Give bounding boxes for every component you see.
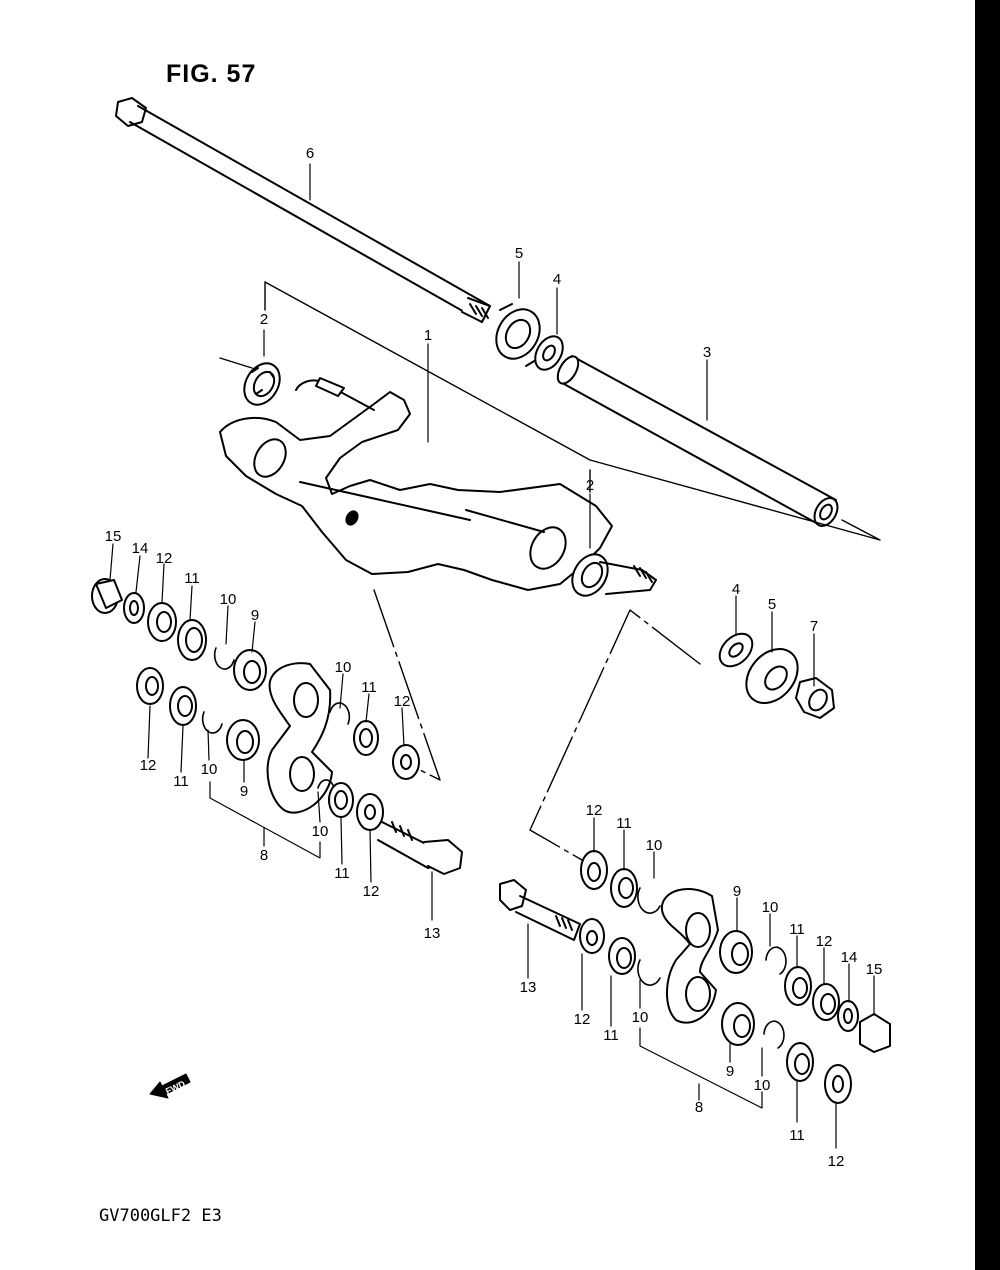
callout-14a: 14	[132, 540, 149, 557]
callout-10b: 10	[335, 659, 352, 676]
callout-9a: 9	[251, 607, 259, 624]
scan-edge-border	[975, 0, 1000, 1270]
callout-11h: 11	[789, 1127, 805, 1144]
callout-12c: 12	[140, 757, 157, 774]
callout-10c: 10	[201, 761, 218, 778]
callout-13b: 13	[520, 979, 537, 996]
callout-9d: 9	[726, 1063, 734, 1080]
callout-10e: 10	[646, 837, 663, 854]
callout-15b: 15	[866, 961, 883, 978]
callout-12d: 12	[363, 883, 380, 900]
callout-10f: 10	[762, 899, 779, 916]
callout-8b: 8	[695, 1099, 703, 1116]
callout-10h: 10	[754, 1077, 771, 1094]
callout-11d: 11	[334, 865, 350, 882]
callout-9b: 9	[240, 783, 248, 800]
needle-bearing-part-2-lower	[571, 553, 657, 597]
callout-12b: 12	[394, 693, 411, 710]
cushion-lever-part-1	[219, 377, 613, 591]
callout-5b: 5	[768, 596, 776, 613]
nut-part-7	[795, 677, 835, 719]
callout-10a: 10	[220, 591, 237, 608]
washer-part-4-lower	[718, 632, 754, 668]
forward-arrow-icon: FWD	[149, 1073, 191, 1099]
callout-11a: 11	[184, 570, 200, 587]
model-code: GV700GLF2 E3	[99, 1206, 222, 1226]
callout-3: 3	[703, 344, 711, 361]
callout-13a: 13	[424, 925, 441, 942]
callout-12g: 12	[574, 1011, 591, 1028]
left-pivot-stack	[91, 578, 463, 875]
callout-10d: 10	[312, 823, 329, 840]
callout-leader-lines	[109, 163, 875, 1149]
figure-title: FIG. 57	[166, 60, 257, 88]
callout-12f: 12	[816, 933, 833, 950]
spacer-tube-part-3	[556, 355, 839, 527]
callout-labels: 6 5 4 3 2 1 2 4 5 7 15 14 12 11 10 9 10 …	[105, 145, 883, 1170]
callout-2b: 2	[586, 477, 594, 494]
bearing-part-5-lower	[745, 648, 799, 704]
callout-14b: 14	[841, 949, 858, 966]
bearing-part-5-upper	[495, 303, 541, 367]
callout-15a: 15	[105, 528, 122, 545]
callout-11g: 11	[603, 1027, 619, 1044]
callout-9c: 9	[733, 883, 741, 900]
callout-4a: 4	[553, 271, 561, 288]
callout-10g: 10	[632, 1009, 649, 1026]
callout-11b: 11	[361, 679, 377, 696]
callout-6: 6	[306, 145, 314, 162]
callout-12h: 12	[828, 1153, 845, 1170]
callout-11c: 11	[173, 773, 189, 790]
callout-8a: 8	[260, 847, 268, 864]
callout-11e: 11	[616, 815, 632, 832]
callout-1: 1	[424, 327, 432, 344]
needle-bearing-part-2-upper	[243, 362, 281, 406]
right-pivot-stack	[499, 850, 891, 1104]
exploded-parts-diagram: FWD 6 5 4 3 2 1 2 4 5 7 15 14 12 11 10 9…	[91, 97, 891, 1170]
callout-5a: 5	[515, 245, 523, 262]
callout-7: 7	[810, 618, 818, 635]
callout-2a: 2	[260, 311, 268, 328]
callout-12e: 12	[586, 802, 603, 819]
callout-4b: 4	[732, 581, 740, 598]
pivot-shaft-part-6	[115, 97, 491, 323]
callout-11f: 11	[789, 921, 805, 938]
callout-12a: 12	[156, 550, 173, 567]
washer-part-4-upper	[534, 335, 564, 371]
